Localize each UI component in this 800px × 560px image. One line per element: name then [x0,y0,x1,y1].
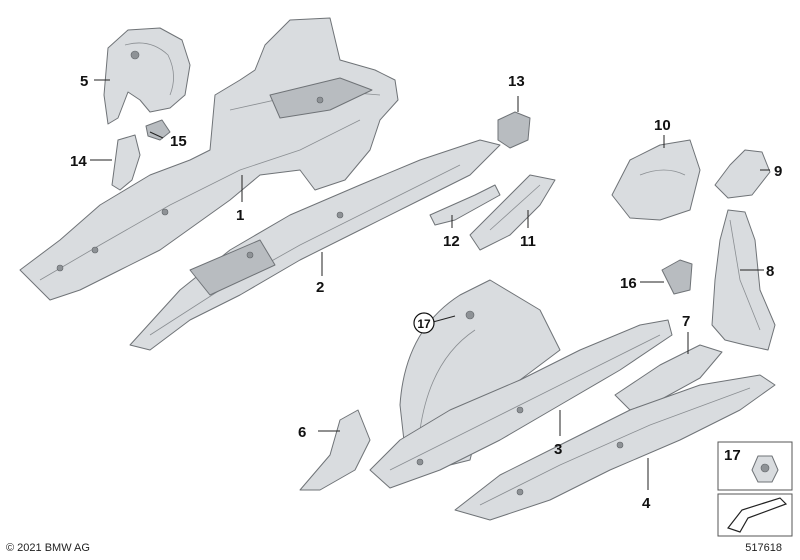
copyright-text: © 2021 BMW AG [6,542,90,554]
callout-2: 2 [316,279,324,296]
orientation-arrow-icon [727,497,788,533]
callout-1: 1 [236,207,244,224]
callout-13: 13 [508,73,525,90]
part-13-bracket-box [497,111,531,149]
nut-fastener-icon [751,455,779,483]
callout-16: 16 [620,275,637,292]
part-1-floor-assembly [19,17,399,301]
callout-3: 3 [554,441,562,458]
part-14-bracket [111,134,141,191]
part-15-bracket [145,119,171,141]
callout-14: 14 [70,153,87,170]
part-8-pillar [711,209,776,351]
callout-17-circled: 17 [413,312,435,334]
legend-box-arrow [717,493,793,537]
legend-number: 17 [724,447,741,464]
callout-10: 10 [654,117,671,134]
part-11-rail [469,174,556,251]
callout-9: 9 [774,163,782,180]
part-3-side-member [369,319,673,489]
callout-7: 7 [682,313,690,330]
part-9-bracket [714,149,771,199]
part-12-rail [429,184,501,226]
part-6-gusset [299,409,371,491]
part-4-lower-member [454,374,776,521]
callout-4: 4 [642,495,651,512]
legend-box-17: 17 [717,441,793,491]
callout-17: 17 [417,317,431,331]
part-2-longitudinal-member [129,139,501,351]
part-5-wheel-housing [103,27,191,125]
leader-lines [90,79,770,490]
part-16-bracket [661,259,693,295]
callout-6: 6 [298,424,306,441]
part-10-panel [611,139,701,221]
callout-15: 15 [170,133,187,150]
callout-5: 5 [80,73,88,90]
callout-8: 8 [766,263,774,280]
callout-12: 12 [443,233,460,250]
callout-11: 11 [520,233,536,250]
diagram-id: 517618 [745,542,782,554]
